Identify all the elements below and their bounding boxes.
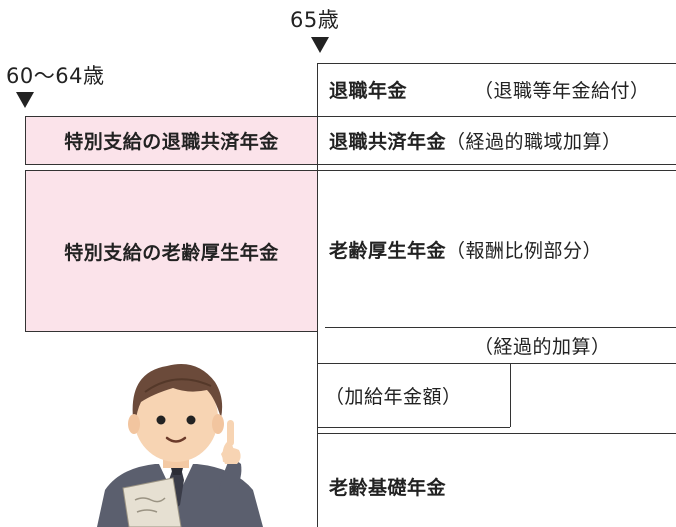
divider-additional	[317, 363, 676, 364]
retirement-pension-note: （退職等年金給付）	[474, 79, 650, 102]
retirement-mutual-aid-note: （経過的職域加算）	[446, 130, 622, 153]
special-old-age-welfare-box: 特別支給の老齢厚生年金	[25, 170, 318, 332]
old-age-welfare-label: 老齢厚生年金	[329, 239, 447, 262]
divider-retirement	[317, 116, 676, 117]
old-age-basic-row: 老齢基礎年金	[329, 471, 446, 501]
additional-box-right-border	[510, 363, 511, 427]
divider-top	[317, 63, 676, 64]
old-age-welfare-row: 老齢厚生年金 （報酬比例部分）	[329, 234, 602, 264]
raised-arm	[219, 456, 242, 490]
special-mutual-aid-box: 特別支給の退職共済年金	[25, 116, 318, 165]
businessman-illustration	[97, 364, 263, 527]
retirement-pension-row: 退職年金	[329, 74, 407, 104]
old-age-welfare-note: （報酬比例部分）	[446, 239, 603, 262]
divider-additional-bottom	[317, 427, 510, 428]
special-old-age-welfare-label: 特別支給の老齢厚生年金	[64, 241, 279, 264]
age-65-label: 65歳	[290, 8, 340, 32]
additional-pension-label: （加給年金額）	[325, 385, 462, 408]
left-eye	[156, 415, 166, 425]
transitional-addition-row: （経過的加算）	[474, 330, 611, 360]
mouth	[165, 436, 187, 443]
retirement-pension-label: 退職年金	[329, 79, 408, 102]
retirement-mutual-aid-label: 退職共済年金	[329, 130, 447, 153]
old-age-basic-label: 老齢基礎年金	[329, 476, 447, 499]
transitional-addition-label: （経過的加算）	[474, 335, 611, 358]
face	[134, 374, 218, 462]
pointing-hand-icon	[221, 420, 241, 464]
divider-mutual-aid	[317, 164, 676, 165]
retirement-pension-note-row: （退職等年金給付）	[474, 74, 650, 104]
age-60-64-label: 60〜64歳	[6, 64, 105, 88]
age-60-64-marker-icon	[16, 92, 34, 108]
hair	[132, 364, 223, 424]
divider-basic	[317, 433, 676, 434]
right-eye	[186, 415, 196, 425]
age-65-marker-icon	[311, 37, 329, 53]
retirement-mutual-aid-row: 退職共済年金 （経過的職域加算）	[329, 125, 622, 155]
special-mutual-aid-label: 特別支給の退職共済年金	[64, 131, 279, 153]
divider-transitional	[325, 327, 676, 328]
divider-welfare	[317, 170, 676, 171]
document-folder	[122, 477, 182, 527]
additional-pension-row: （加給年金額）	[325, 380, 462, 410]
